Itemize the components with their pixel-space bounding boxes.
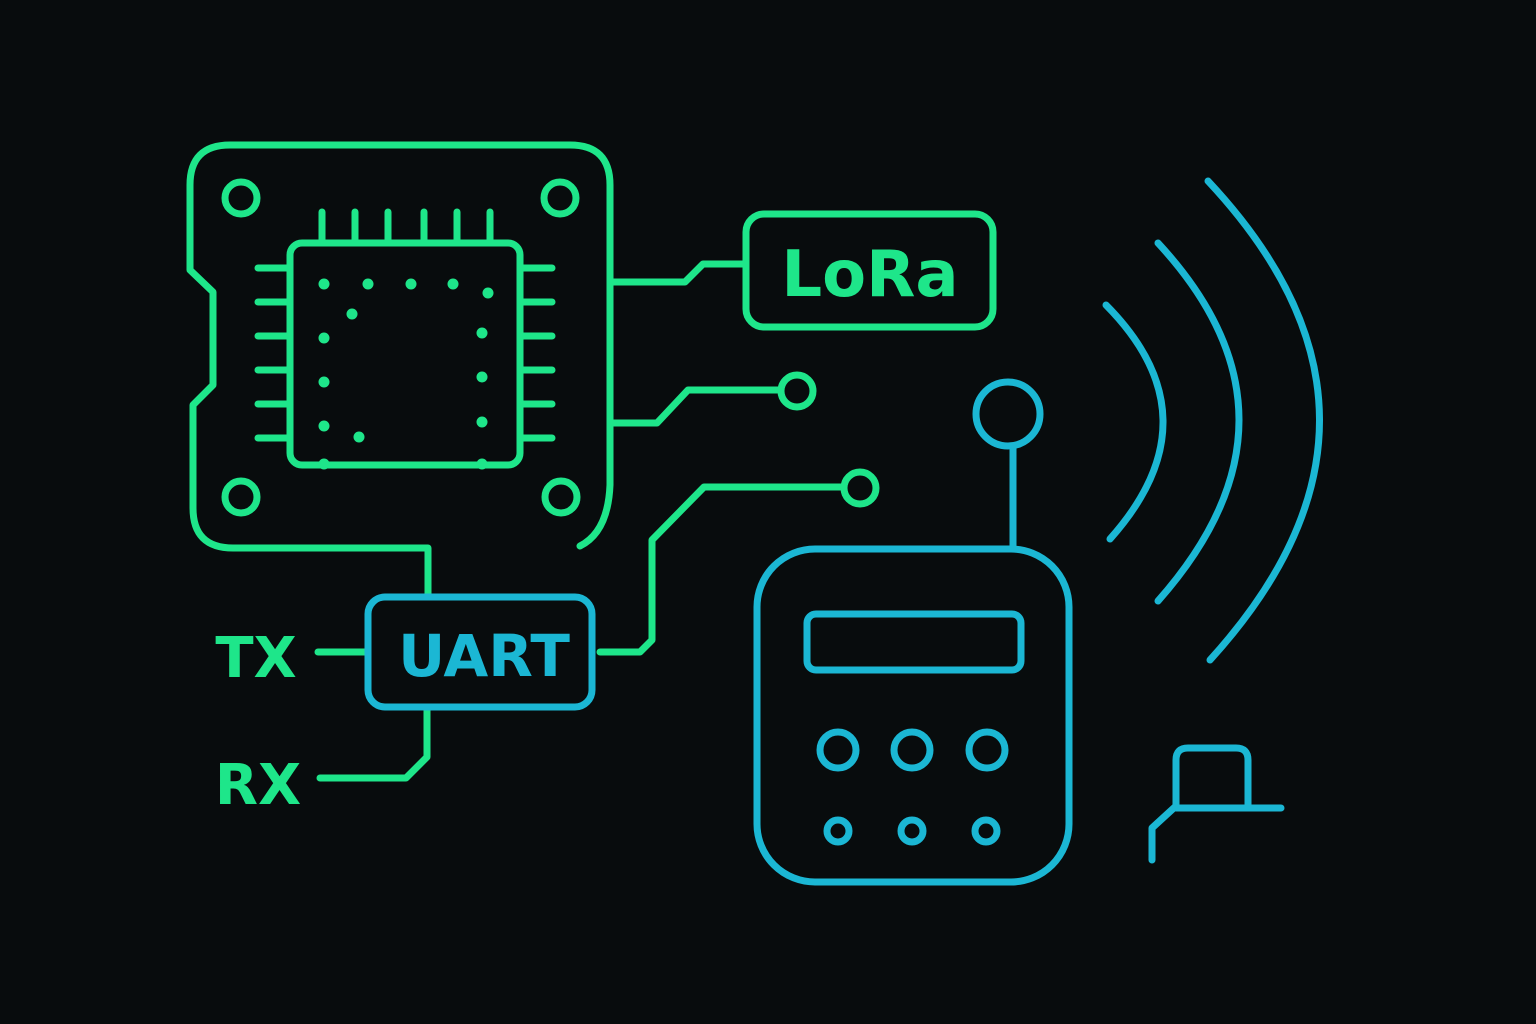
signal-wave-small [1102,301,1167,543]
lora-box [742,210,997,331]
mount-hole-tl [221,178,261,218]
mount-hole-tr [540,178,580,218]
signal-wave-large [1204,177,1323,664]
chip-pins-left [254,264,292,442]
mount-hole-br [541,477,581,517]
radio-body [753,545,1073,886]
radio-button [971,816,1001,846]
lora-label: LoRa [781,238,958,312]
uart-label: UART [398,622,570,690]
microcontroller-chip-icon [186,141,614,599]
signal-waves-icon [1102,177,1323,664]
radio-button [823,816,853,846]
lora-module: LoRa [742,210,997,331]
chip-pins-right [518,264,556,442]
uart-box [364,593,596,711]
radio-button [897,816,927,846]
trace-to-lora [609,260,750,286]
radio-button [965,728,1009,772]
board-outline [186,141,614,599]
mount-hole-bl [221,477,261,517]
radio-display [803,610,1025,674]
connector-outline [1148,744,1252,864]
chip-body [286,239,524,469]
trace-pad-1 [777,371,817,411]
uart-module: UART [364,593,596,711]
chip-dots [318,278,494,470]
trace-pad-2 [840,468,880,508]
radio-antenna-tip [972,378,1044,450]
trace-to-pad-1 [609,386,784,427]
connector-icon [1148,744,1285,864]
signal-wave-medium [1154,239,1243,605]
trace-to-pad-2 [596,483,848,656]
radio-button [816,728,860,772]
trace-rx [316,706,431,782]
handheld-radio-icon [753,378,1073,886]
chip-pins-top [318,208,494,244]
radio-button [890,728,934,772]
rx-label: RX [215,753,301,818]
tx-label: TX [215,626,296,691]
traces-green [314,260,880,782]
